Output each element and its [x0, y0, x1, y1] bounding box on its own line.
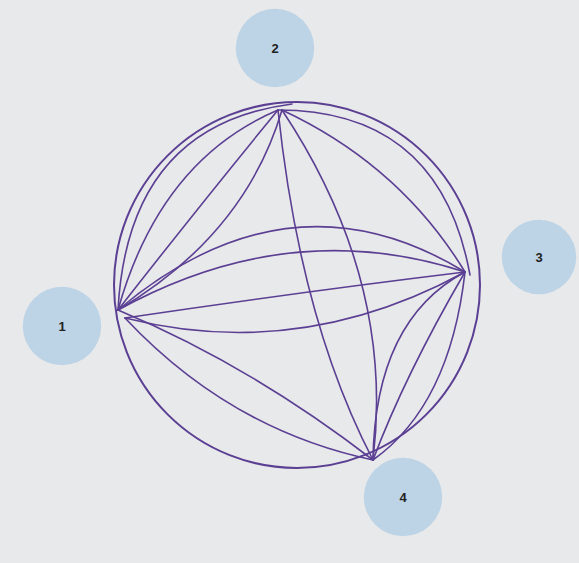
callout-bubble: 4: [363, 457, 443, 537]
bubble-circle: [23, 287, 101, 365]
arc: [278, 110, 373, 460]
bubble-circle: [364, 458, 442, 536]
arcs: [114, 102, 480, 468]
callout-bubble: 1: [22, 286, 102, 366]
arc: [125, 272, 465, 318]
arc: [282, 110, 465, 272]
callout-number: 1: [58, 319, 65, 334]
arc: [373, 272, 465, 460]
arc: [125, 272, 465, 332]
arc: [125, 318, 373, 460]
arc: [118, 110, 278, 310]
arc: [282, 110, 377, 460]
arc: [118, 110, 278, 310]
arc: [118, 104, 292, 310]
callout-number: 3: [535, 250, 542, 265]
arc: [373, 272, 465, 460]
callout-bubble: 2: [235, 8, 315, 88]
arc: [118, 110, 282, 310]
arc: [373, 272, 465, 460]
arc: [118, 251, 465, 310]
outer-circle: [114, 102, 480, 468]
arc: [278, 110, 470, 275]
bubble-circle: [236, 9, 314, 87]
callout-bubble: 3: [501, 219, 577, 295]
bubble-circle: [502, 220, 576, 294]
callout-number: 4: [399, 490, 406, 505]
callout-number: 2: [271, 41, 278, 56]
arc: [118, 310, 373, 460]
